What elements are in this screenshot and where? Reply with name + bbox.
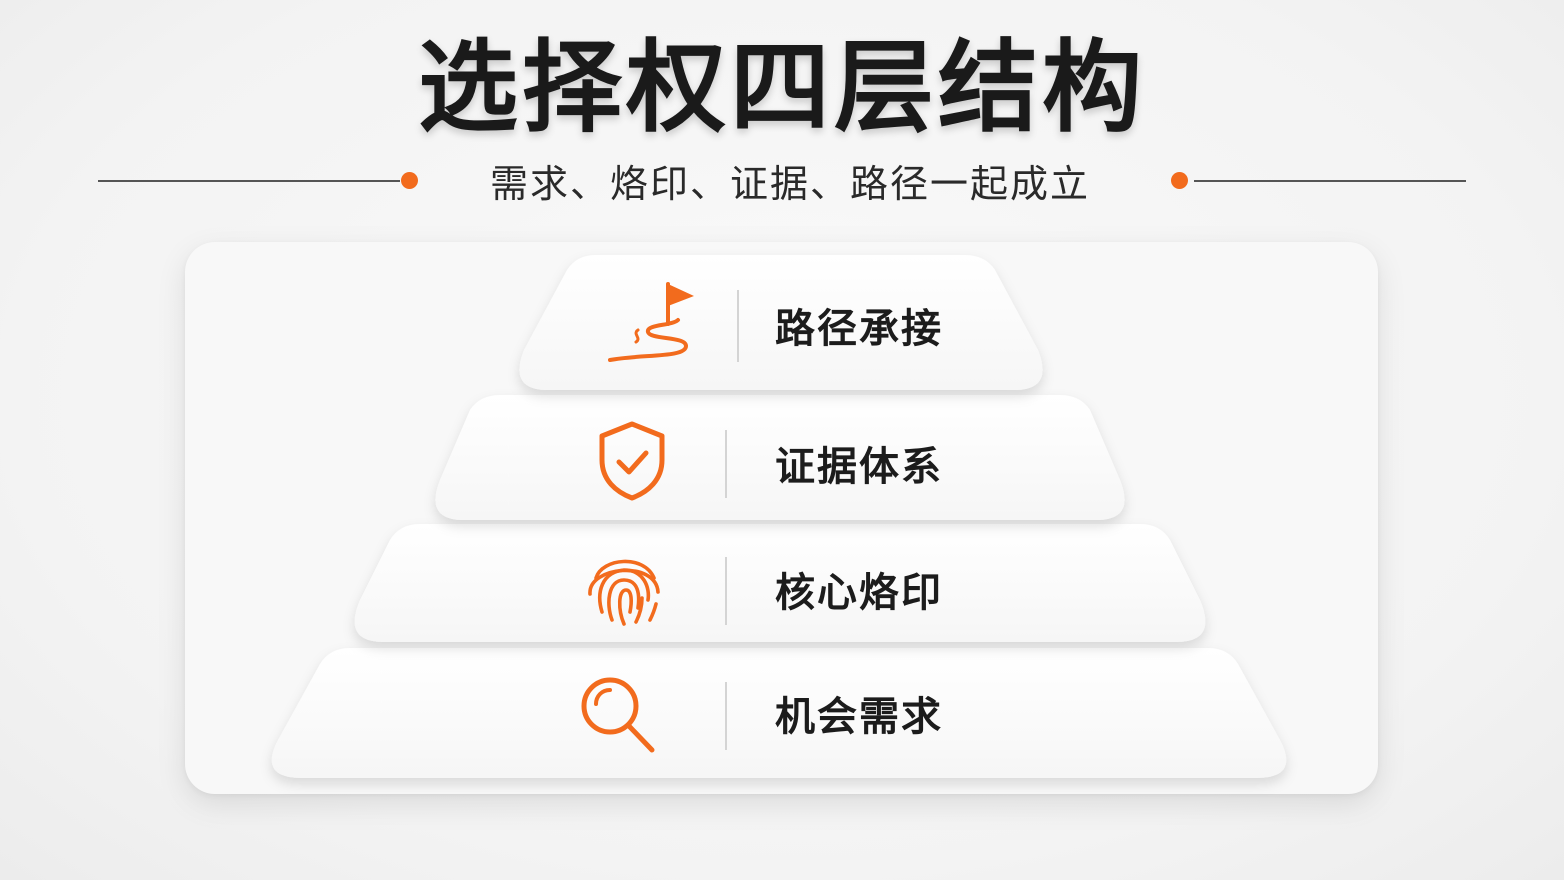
magnifier-icon (581, 677, 655, 753)
winding-path-flag-icon (608, 282, 694, 362)
tier-3-separator (725, 557, 727, 625)
fingerprint-icon (588, 559, 660, 626)
tier-1-separator (737, 290, 739, 362)
tier-2-separator (725, 430, 727, 498)
tier-3-label: 核心烙印 (775, 570, 943, 616)
tier-2-label: 证据体系 (775, 444, 943, 490)
tier-4-label: 机会需求 (775, 694, 943, 740)
tier-1-label: 路径承接 (775, 306, 943, 352)
accent-dot-left (401, 172, 418, 189)
divider-right (1194, 180, 1466, 182)
subtitle: 需求、烙印、证据、路径一起成立 (489, 162, 1090, 206)
divider-left (98, 180, 400, 182)
accent-dot-right (1171, 172, 1188, 189)
tier-4-separator (725, 682, 727, 750)
shield-check-icon (599, 421, 665, 501)
page-title: 选择权四层结构 (418, 29, 1146, 146)
